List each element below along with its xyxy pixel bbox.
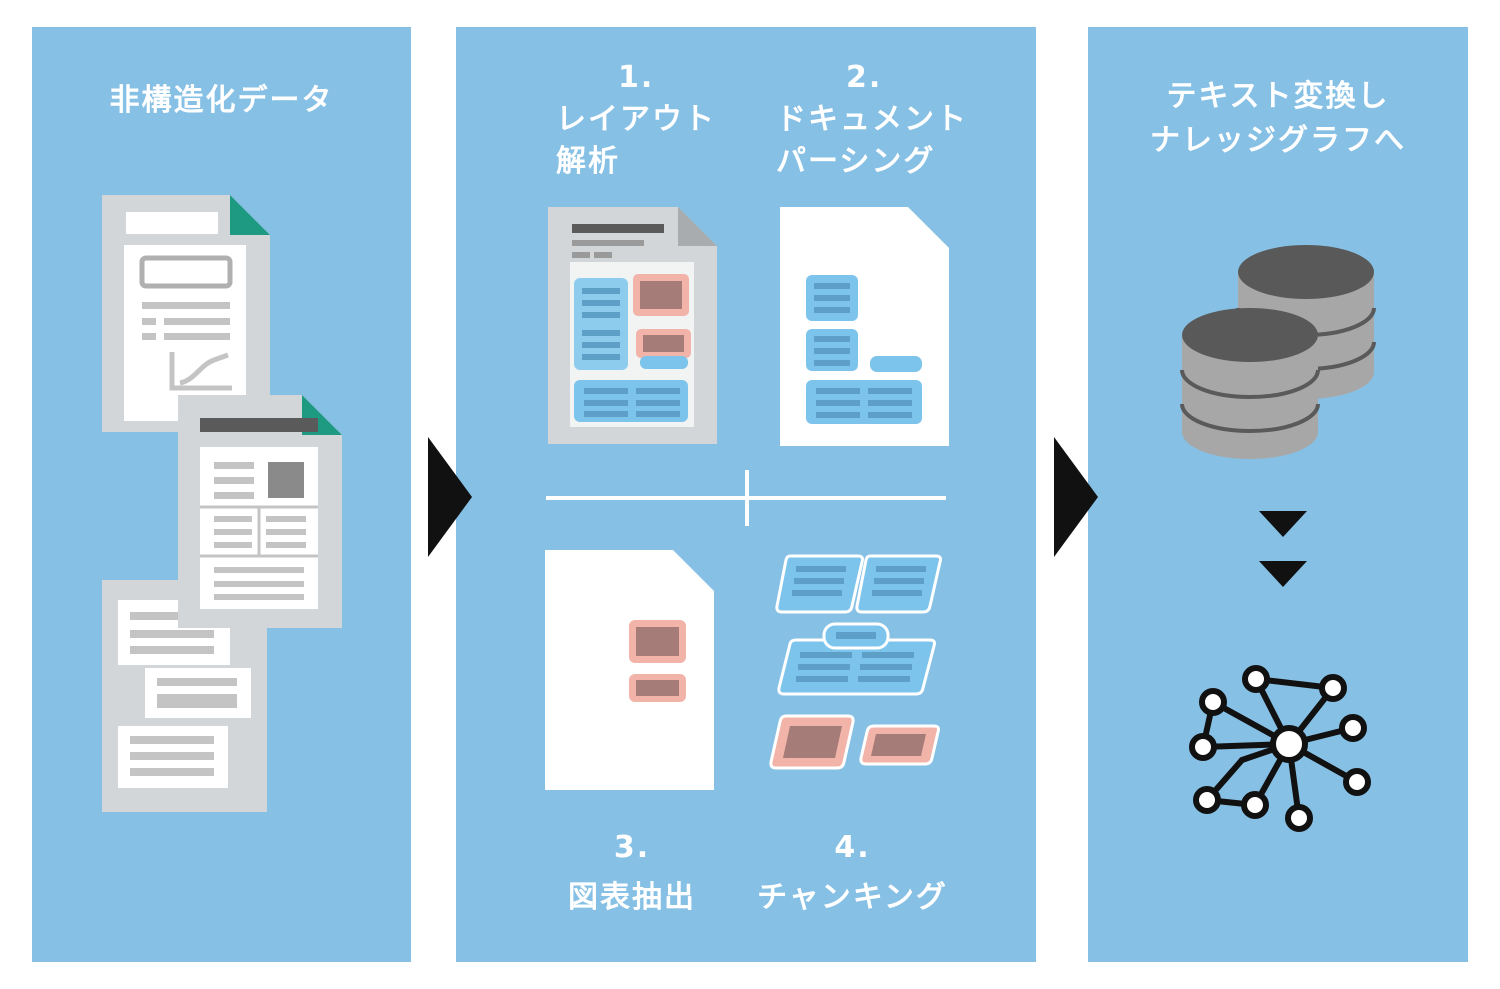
step-2-line1: ドキュメント xyxy=(776,102,968,137)
step-3-number: 3. xyxy=(613,830,651,865)
document-parsing-icon xyxy=(780,207,949,446)
step-2-number: 2. xyxy=(846,60,883,95)
down-arrow-icon xyxy=(1259,511,1307,537)
down-arrow-icon xyxy=(1259,561,1307,587)
arrow-right-icon xyxy=(428,437,472,557)
step-4-line1: チャンキング xyxy=(757,880,948,915)
step-3-label: 3. 図表抽出 xyxy=(552,823,712,923)
step-1-number: 1. xyxy=(618,60,655,95)
knowledge-graph-icon xyxy=(1189,665,1371,832)
right-panel-title: テキスト変換し ナレッジグラフへ xyxy=(1088,75,1468,163)
step-1-line1: レイアウト xyxy=(556,102,716,137)
right-title-line1: テキスト変換し xyxy=(1166,79,1390,114)
step-1-line2: 解析 xyxy=(556,144,620,179)
left-panel-title: 非構造化データ xyxy=(109,83,334,118)
layout-analysis-icon xyxy=(548,207,717,444)
step-3-line1: 図表抽出 xyxy=(568,880,696,915)
step-4-label: 4. チャンキング xyxy=(750,823,955,923)
right-title-line2: ナレッジグラフへ xyxy=(1150,123,1406,158)
figure-extraction-icon xyxy=(545,550,714,790)
documents-icon xyxy=(102,195,342,812)
plus-divider xyxy=(546,470,946,526)
step-2-line2: パーシング xyxy=(776,144,936,179)
right-panel xyxy=(1088,27,1468,962)
step-1-label: 1. レイアウト 解析 xyxy=(556,57,716,183)
arrow-right-icon xyxy=(1054,437,1098,557)
step-4-number: 4. xyxy=(834,830,871,865)
step-2-label: 2. ドキュメント パーシング xyxy=(776,57,968,183)
chunking-icon-lines xyxy=(783,566,926,758)
database-icon xyxy=(1180,245,1376,459)
